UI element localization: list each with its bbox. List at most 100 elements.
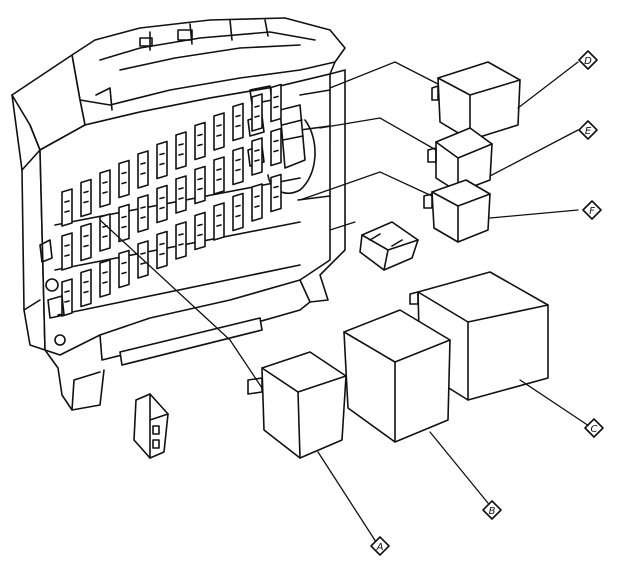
fuse-contact <box>140 162 146 175</box>
fuse-contact <box>235 204 241 218</box>
fuse-contact <box>159 242 165 256</box>
fuse <box>99 259 111 298</box>
fuse-contact <box>121 215 127 229</box>
callout-letter: A <box>376 542 384 553</box>
fuse <box>99 213 111 252</box>
fuse <box>270 173 282 213</box>
callout-d: D <box>578 50 598 70</box>
callout-diamond <box>578 120 598 140</box>
fuse <box>213 156 225 195</box>
fuse-contact <box>178 143 184 156</box>
fuse-contact <box>197 133 203 147</box>
fuse-contact <box>102 181 108 194</box>
fuse-contact <box>178 233 184 246</box>
callout-letter: C <box>591 424 598 435</box>
fuse <box>99 169 111 208</box>
fuse <box>175 175 187 214</box>
fuse <box>156 230 168 270</box>
fuse-contact <box>197 223 203 237</box>
fuse-contact <box>254 105 260 118</box>
fuse-box-housing <box>11 17 346 411</box>
fuse <box>251 137 263 176</box>
relay-a <box>247 351 347 459</box>
fuse-contact <box>254 195 260 208</box>
side-connectors <box>39 239 66 346</box>
fuse <box>251 183 263 222</box>
callout-diamond <box>584 418 604 438</box>
fuse-contact <box>64 290 70 303</box>
fuse-contact <box>83 280 89 294</box>
fuse <box>61 188 73 227</box>
fuse-contact <box>159 196 165 210</box>
callout-diamond <box>578 50 598 70</box>
relay-e <box>427 127 493 193</box>
fuse-contact <box>216 168 222 181</box>
callout-a: A <box>370 536 390 556</box>
callout-letter: F <box>589 206 595 217</box>
fuse <box>213 112 225 151</box>
fuse <box>156 184 168 224</box>
fuse <box>194 165 206 205</box>
fuse <box>175 131 187 170</box>
fuse <box>232 146 244 186</box>
fuse-contact <box>64 200 70 213</box>
fuse-contact <box>159 152 165 166</box>
fuse <box>270 127 282 167</box>
relay-f <box>423 179 491 243</box>
loose-fuse <box>133 393 169 459</box>
fuse-contact <box>273 95 279 109</box>
fuse <box>137 150 149 189</box>
fuse-contact <box>178 187 184 200</box>
fuse-contact <box>121 171 127 185</box>
callout-c: C <box>584 418 604 438</box>
callout-diamond <box>482 500 502 520</box>
relay-d <box>431 61 521 141</box>
callout-letter: B <box>489 506 496 517</box>
fuse <box>80 178 92 218</box>
fuse-contact <box>216 214 222 227</box>
callout-b: B <box>482 500 502 520</box>
fuse <box>61 278 73 317</box>
callout-diamond <box>370 536 390 556</box>
fuse <box>251 93 263 132</box>
fuse <box>80 268 92 308</box>
callout-letter: D <box>584 56 592 67</box>
fuse <box>80 222 92 262</box>
fuse <box>270 83 282 123</box>
fuse <box>194 121 206 161</box>
fuse-contact <box>140 252 146 265</box>
fuse <box>137 194 149 233</box>
fuse <box>232 192 244 232</box>
fuse-contact <box>273 185 279 199</box>
callout-e: E <box>578 120 598 140</box>
fuse-contact <box>121 261 127 275</box>
fuse <box>118 203 130 243</box>
fuse-contact <box>216 124 222 137</box>
fuse <box>118 159 130 199</box>
fuse-contact <box>83 190 89 204</box>
fuse-contact <box>235 114 241 128</box>
fuse <box>61 232 73 271</box>
fuse-contact <box>64 244 70 257</box>
fuse-array <box>61 83 282 317</box>
leader-lines <box>99 61 593 546</box>
fuse-contact <box>254 149 260 162</box>
fuse-contact <box>102 271 108 284</box>
fuse <box>213 202 225 241</box>
fuse-contact <box>83 234 89 248</box>
fuse-contact <box>197 177 203 191</box>
fuse <box>156 140 168 180</box>
fuse <box>118 249 130 289</box>
fuse-contact <box>140 206 146 219</box>
callout-diamond <box>582 200 602 220</box>
fuse <box>232 102 244 142</box>
callout-letter: E <box>585 126 592 137</box>
fuse-contact <box>273 139 279 153</box>
fuse <box>194 211 206 251</box>
relay-b <box>343 309 451 443</box>
fuse-contact <box>235 158 241 172</box>
callout-f: F <box>582 200 602 220</box>
callout-labels: D E F C B A <box>370 50 604 556</box>
